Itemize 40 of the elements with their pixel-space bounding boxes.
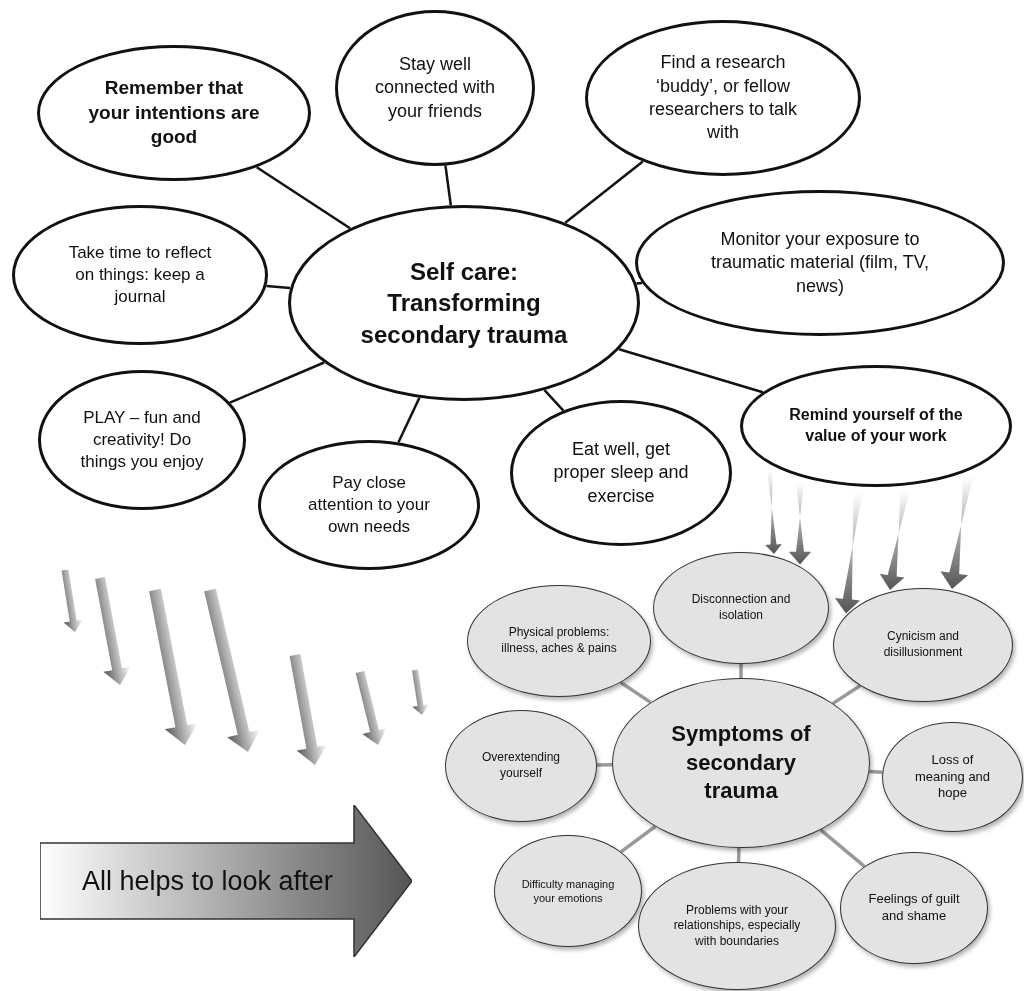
bubble-text: Find a research ‘buddy’, or fellow researchers to talk with [647, 51, 799, 145]
bubble-text: Physical problems: illness, aches & pains [500, 625, 618, 657]
connector-line [819, 828, 866, 868]
bubble-text: Overextending yourself [480, 750, 561, 782]
bubble-text: Remind yourself of the value of your work [789, 405, 963, 446]
bubble-text: Pay close attention to your own needs [307, 471, 431, 539]
connector-line [266, 284, 291, 290]
bubble-text: Feelings of guilt and shame [867, 891, 961, 925]
bubble-text: Self care: Transforming secondary trauma [359, 257, 569, 350]
arrow-text: All helps to look after [82, 865, 333, 897]
bubble-text: Remember that your intentions are good [87, 75, 261, 150]
connector-line [543, 389, 565, 412]
bubble-text: Monitor your exposure to traumatic material (film, TV, news) [709, 227, 931, 298]
bubble-text: Difficulty managing your emotions [520, 876, 616, 906]
connector-line [564, 160, 644, 224]
connector-line [736, 847, 741, 863]
connector-line [229, 361, 325, 404]
connector-line [619, 825, 657, 854]
block-arrow-connector [765, 470, 782, 555]
block-arrow [40, 805, 412, 957]
bubble-text: Stay well connected with your friends [373, 52, 497, 123]
connector-line [618, 348, 764, 394]
connector-line [256, 166, 351, 230]
bubble-text: PLAY – fun and creativity! Do things you enjoy [79, 406, 205, 474]
ellipse-bubble [840, 852, 988, 964]
bubble-text: Cynicism and disillusionment [882, 629, 964, 661]
connector-line [832, 684, 862, 705]
connector-line [619, 681, 652, 704]
bubble-text: Problems with your relationships, especially with boundaries [673, 902, 801, 950]
connector-line [596, 763, 613, 767]
connector-line [869, 769, 883, 775]
bubble-text: Take time to reflect on things: keep a journal [67, 241, 213, 309]
bubble-text: Eat well, get proper sleep and exercise [552, 437, 690, 508]
ellipse-bubble [653, 552, 829, 664]
bubble-text: Symptoms of secondary trauma [670, 720, 812, 806]
bubble-text: Loss of meaning and hope [913, 751, 992, 803]
connector-line [739, 664, 743, 678]
bubble-text: Disconnection and isolation [690, 592, 792, 624]
connector-line [444, 165, 453, 206]
block-arrow-connector [788, 482, 812, 565]
